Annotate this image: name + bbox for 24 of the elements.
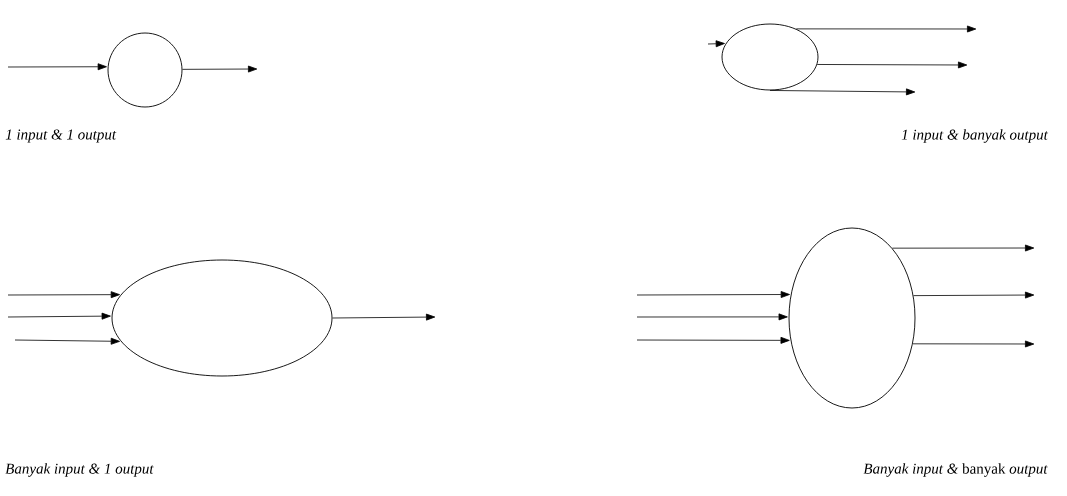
ellipse [107, 32, 183, 108]
arrow [795, 25, 977, 33]
arrow [636, 291, 790, 298]
arrow [913, 291, 1035, 299]
arrow [912, 340, 1035, 348]
arrow [7, 312, 111, 320]
arrow [707, 40, 725, 48]
ellipse [111, 259, 333, 377]
arrow [891, 244, 1035, 252]
arrow [816, 61, 968, 69]
ellipse [788, 227, 916, 409]
arrow [14, 337, 120, 345]
arrow [182, 65, 258, 73]
arrow [636, 313, 788, 321]
ellipse [721, 23, 819, 91]
arrow [332, 313, 436, 321]
caption: 1 input & banyak output [901, 129, 1049, 143]
caption: 1 input & 1 output [5, 129, 117, 143]
arrow [636, 336, 790, 344]
caption: Banyak input & 1 output [5, 463, 154, 477]
arrow [769, 88, 916, 96]
arrow [7, 291, 120, 299]
arrow [7, 63, 107, 71]
caption: Banyak input & banyak output [863, 463, 1048, 477]
